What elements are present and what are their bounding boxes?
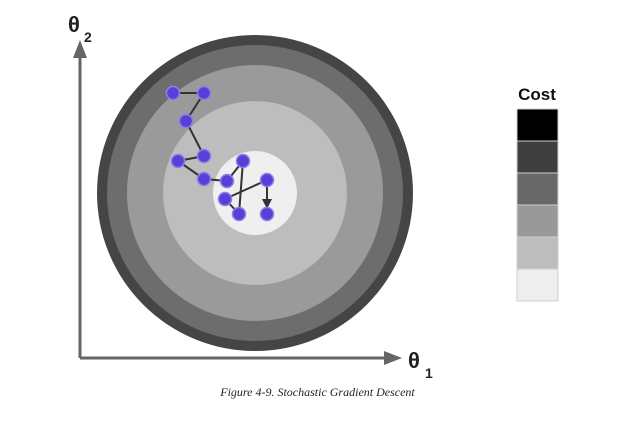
- sgd-point: [196, 171, 212, 187]
- path-segment: [224, 179, 268, 200]
- x-axis-arrow-icon: [384, 351, 402, 365]
- path-segment: [238, 160, 244, 215]
- sgd-point: [196, 85, 212, 101]
- sgd-point: [219, 173, 235, 189]
- sgd-point: [259, 206, 275, 222]
- cost-contours: [97, 35, 413, 351]
- legend-swatch: [516, 204, 559, 238]
- legend-swatch: [516, 236, 559, 270]
- legend-swatch: [516, 172, 559, 206]
- sgd-point: [170, 153, 186, 169]
- sgd-point: [231, 206, 247, 222]
- legend-swatch: [516, 108, 559, 142]
- sgd-point: [235, 153, 251, 169]
- axes: θ 2 θ 1: [68, 12, 433, 381]
- legend-swatch: [516, 268, 559, 302]
- y-axis-subscript: 2: [84, 29, 92, 45]
- x-axis-label: θ: [408, 348, 420, 373]
- legend-swatch: [516, 140, 559, 174]
- y-axis-label: θ: [68, 12, 80, 37]
- sgd-point: [196, 148, 212, 164]
- sgd-points: [165, 85, 275, 222]
- x-axis-subscript: 1: [425, 365, 433, 381]
- figure-caption: Figure 4-9. Stochastic Gradient Descent: [220, 385, 415, 399]
- legend-swatches: [516, 108, 559, 302]
- legend-title: Cost: [518, 85, 556, 104]
- sgd-point: [178, 113, 194, 129]
- sgd-point: [259, 172, 275, 188]
- cost-legend: Cost: [516, 85, 559, 302]
- sgd-point: [217, 191, 233, 207]
- y-axis-arrow-icon: [73, 40, 87, 58]
- sgd-point: [165, 85, 181, 101]
